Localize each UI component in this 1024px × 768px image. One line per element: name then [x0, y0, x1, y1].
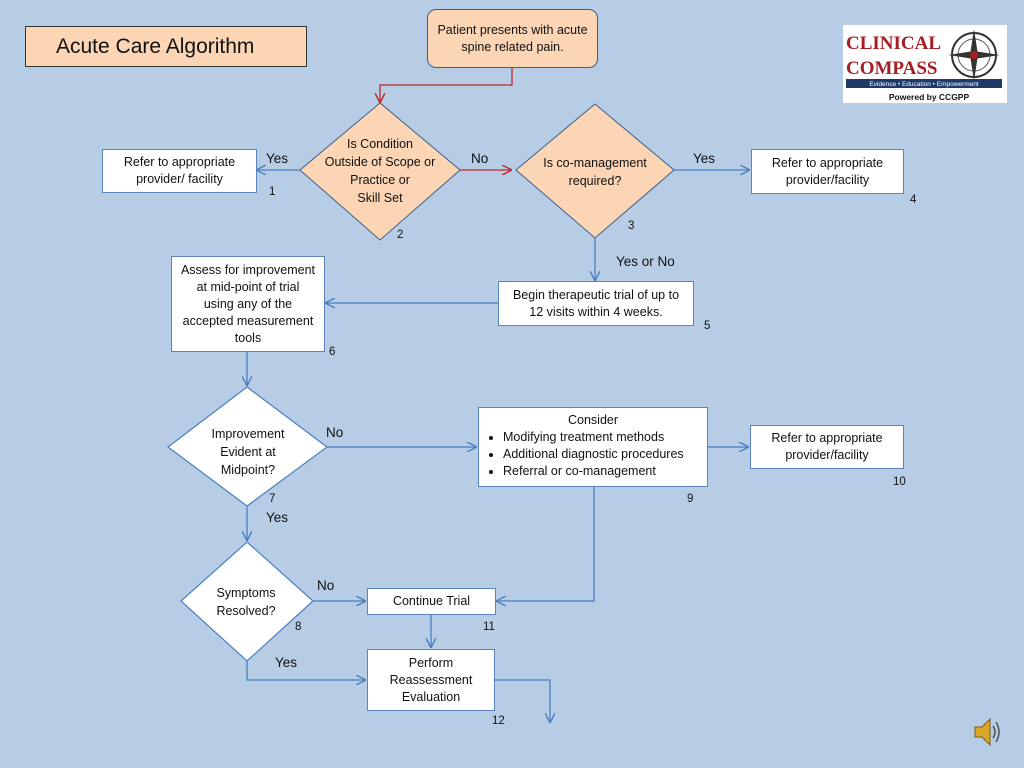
refer-1-text: Refer to appropriate provider/ facility	[123, 155, 236, 186]
step-number: 5	[704, 320, 711, 332]
edge-label-yes-or-no: Yes or No	[616, 254, 675, 269]
step-number: 7	[269, 493, 276, 505]
logo-line: Powered by CCGPP	[889, 92, 970, 102]
page-title: Acute Care Algorithm	[25, 26, 307, 67]
decision-3-line: required?	[568, 174, 622, 188]
decision-2-line: Is Condition	[346, 137, 413, 151]
step-number: 9	[687, 493, 694, 505]
decision-3-text: Is co-management required?	[530, 152, 660, 192]
decision-7-text: Improvement Evident at Midpoint?	[188, 424, 308, 480]
logo-graphic: CLINICAL COMPASS Evidence • Education • …	[846, 29, 1002, 102]
step-number: 10	[893, 476, 906, 488]
step-number: 12	[492, 715, 505, 727]
arrow-12-out	[495, 679, 550, 722]
speaker-icon[interactable]	[972, 714, 1002, 755]
start-node-text: Patient presents with acute spine relate…	[437, 22, 588, 54]
consider-item: Additional diagnostic procedures	[503, 446, 684, 463]
logo-line: CLINICAL	[846, 33, 941, 54]
decision-7-line: Midpoint?	[220, 463, 276, 477]
decision-3-line: Is co-management	[543, 156, 647, 170]
consider-item: Modifying treatment methods	[503, 429, 684, 446]
continue-trial-box: Continue Trial	[367, 588, 496, 615]
step-number: 6	[329, 346, 336, 358]
clinical-compass-logo: CLINICAL COMPASS Evidence • Education • …	[843, 25, 1007, 103]
perform-12-line: Reassessment	[389, 672, 473, 687]
refer-4-text: Refer to appropriate provider/facility	[771, 155, 884, 187]
refer-provider-box-10: Refer to appropriate provider/facility	[750, 425, 904, 469]
step-number: 2	[397, 229, 404, 241]
edge-label-yes: Yes	[266, 151, 289, 166]
consider-item: Referral or co-management	[503, 463, 684, 480]
consider-heading: Consider	[567, 413, 619, 427]
decision-7-line: Improvement	[211, 427, 285, 441]
decision-2-line: Outside of Scope or	[324, 155, 436, 169]
edge-label-no: No	[326, 425, 344, 440]
compass-icon	[948, 29, 1000, 81]
refer-10-text: Refer to appropriate provider/facility	[771, 431, 883, 462]
decision-2-line: Practice or	[350, 173, 410, 187]
arrow-9-to-11	[497, 487, 595, 601]
therapeutic-trial-box: Begin therapeutic trial of up to 12 visi…	[498, 281, 694, 326]
step-number: 4	[910, 194, 917, 206]
decision-diamond-2	[299, 102, 461, 241]
logo-line: Evidence • Education • Empowerment	[869, 81, 979, 88]
edge-label-no: No	[317, 578, 335, 593]
step-number: 3	[628, 220, 635, 232]
consider-box: Consider Modifying treatment methods Add…	[478, 407, 708, 487]
step-number: 1	[269, 186, 276, 198]
perform-12-line: Evaluation	[401, 689, 461, 704]
continue-11-text: Continue Trial	[392, 594, 471, 608]
arrow-8-yes	[246, 661, 365, 680]
refer-provider-box-1: Refer to appropriate provider/ facility	[102, 149, 257, 193]
decision-8-text: Symptoms Resolved?	[196, 583, 296, 621]
arrow-start-to-2	[380, 68, 513, 102]
edge-label-yes: Yes	[693, 151, 716, 166]
step-number: 8	[295, 621, 302, 633]
refer-provider-box-4: Refer to appropriate provider/facility	[751, 149, 904, 194]
perform-12-line: Perform	[408, 655, 454, 670]
assess-6-text: Assess for improvement at mid-point of t…	[180, 262, 316, 345]
decision-8-line: Resolved?	[216, 604, 276, 618]
trial-5-text: Begin therapeutic trial of up to 12 visi…	[512, 287, 680, 319]
step-number: 11	[483, 621, 495, 633]
assess-improvement-box: Assess for improvement at mid-point of t…	[171, 256, 325, 352]
decision-2-text: Is Condition Outside of Scope or Practic…	[305, 135, 455, 207]
edge-label-yes: Yes	[266, 510, 289, 525]
consider-list: Modifying treatment methods Additional d…	[487, 429, 684, 480]
decision-7-line: Evident at	[220, 445, 276, 459]
perform-reassessment-box: Perform Reassessment Evaluation	[367, 649, 495, 711]
edge-label-yes: Yes	[275, 655, 298, 670]
decision-8-line: Symptoms	[216, 586, 276, 600]
start-node: Patient presents with acute spine relate…	[427, 9, 598, 68]
edge-label-no: No	[471, 151, 489, 166]
decision-2-line: Skill Set	[357, 191, 403, 205]
logo-line: COMPASS	[846, 58, 937, 79]
